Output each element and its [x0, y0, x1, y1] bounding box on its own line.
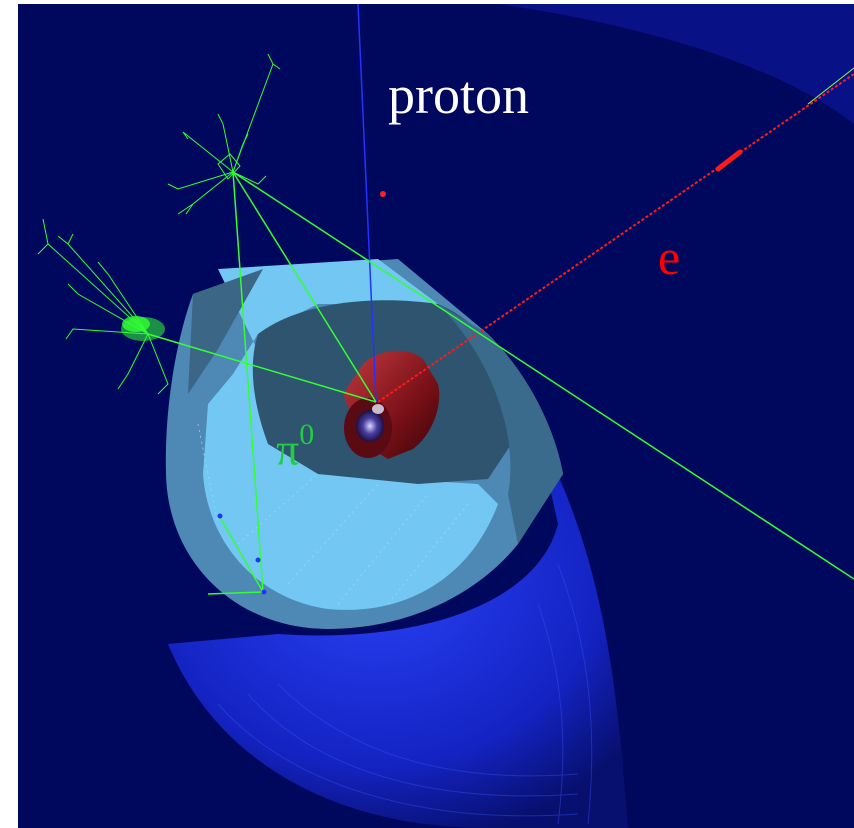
event-display: proton e π0: [18, 4, 854, 828]
proton-track: [357, 4, 386, 403]
central-tracker: [343, 350, 440, 459]
pion-symbol: π: [276, 423, 300, 475]
shower-cluster-left: [37, 218, 169, 395]
beam-pipe-opening: [356, 410, 384, 442]
detector-scene: [37, 4, 854, 828]
outer-calorimeter-shell: [168, 434, 628, 828]
shower-cluster-upper: [167, 53, 281, 215]
outer-shell-top-right: [498, 4, 854, 124]
electron-label: e: [658, 229, 681, 285]
shell-contour-lines: [217, 563, 593, 825]
vertex-points: [217, 513, 267, 595]
pion-label: π0: [276, 420, 314, 475]
detector-top-left-wedge: [188, 269, 263, 394]
detector-disk-light: [203, 259, 498, 610]
detector-segment-lines: [197, 423, 469, 605]
electron-track: [377, 67, 854, 403]
detector-right-rim: [438, 304, 563, 544]
pion-charge: 0: [299, 418, 315, 451]
proton-label: proton: [388, 65, 529, 125]
photon-tracks: [147, 171, 854, 595]
